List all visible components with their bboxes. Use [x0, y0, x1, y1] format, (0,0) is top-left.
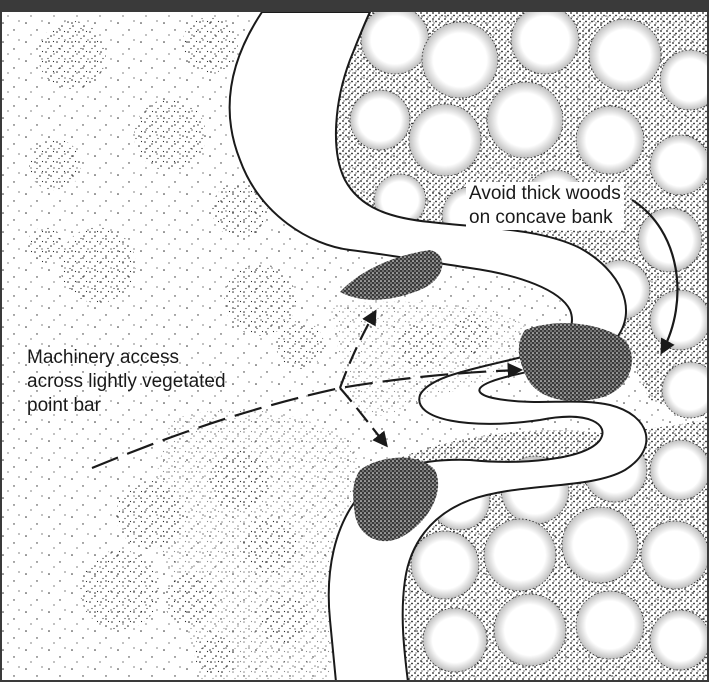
tree-crown-shade	[350, 90, 410, 150]
tree-crown	[116, 481, 184, 549]
tree-crown	[242, 517, 298, 573]
tree-crown	[182, 17, 238, 73]
tree-crown-shade	[361, 6, 429, 74]
tree-crown	[210, 450, 270, 510]
tree-crown-shade	[562, 507, 638, 583]
tree-crown	[164, 574, 216, 626]
tree-crown	[80, 550, 160, 630]
tree-crown-shade	[487, 82, 563, 158]
tree-crown-shade	[576, 591, 644, 659]
tree-crown-shade	[650, 440, 709, 500]
tree-crown	[276, 321, 324, 369]
tree-crown	[195, 635, 235, 675]
tree-crown-shade	[641, 521, 709, 589]
access-label-line-3: point bar	[27, 394, 226, 418]
tree-crown	[38, 21, 106, 89]
tree-crown-shade	[409, 104, 481, 176]
tree-crown-shade	[589, 19, 661, 91]
avoid-woods-label: Avoid thick woods on concave bank	[466, 182, 624, 230]
tree-crown	[224, 264, 296, 336]
tree-crown-shade	[650, 290, 709, 350]
machinery-access-label: Machinery access across lightly vegetate…	[27, 346, 226, 418]
tree-crown	[27, 227, 63, 263]
tree-crown-shade	[411, 531, 479, 599]
access-label-line-1: Machinery access	[27, 346, 226, 370]
tree-crown	[261, 596, 309, 644]
tree-crown-shade	[511, 6, 579, 74]
avoid-label-line-2: on concave bank	[469, 206, 621, 230]
tree-crown-shade	[638, 208, 702, 272]
tree-crown	[29, 139, 81, 191]
tree-crown-shade	[576, 106, 644, 174]
tree-crown-shade	[650, 135, 709, 195]
tree-crown-shade	[494, 594, 566, 666]
avoid-label-line-1: Avoid thick woods	[469, 182, 621, 206]
tree-crown-shade	[422, 22, 498, 98]
tree-crown	[134, 99, 206, 171]
tree-crown-shade	[650, 610, 709, 670]
tree-crown	[60, 227, 136, 303]
tree-crown-shade	[484, 519, 556, 591]
access-label-line-2: across lightly vegetated	[27, 370, 226, 394]
tree-crown-shade	[423, 608, 487, 672]
